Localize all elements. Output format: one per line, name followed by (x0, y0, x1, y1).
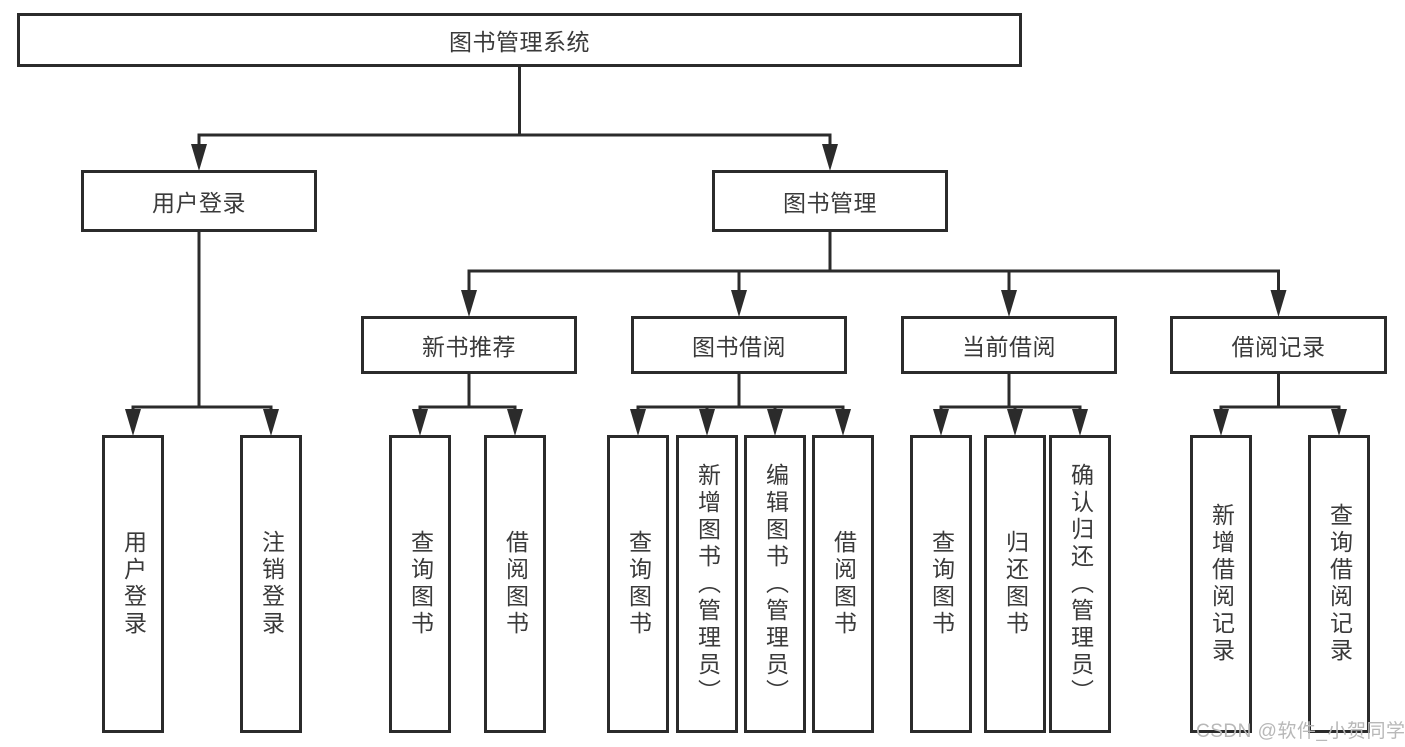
node-box-图书管理系统[interactable] (17, 13, 1022, 67)
arrow-head-icon (125, 409, 141, 436)
arrow-head-icon (822, 144, 838, 171)
arrow-head-icon (412, 409, 428, 436)
node-box-查询借阅记录[interactable] (1308, 435, 1370, 733)
arrow-head-icon (1331, 409, 1347, 436)
arrow-head-icon (263, 409, 279, 436)
node-box-注销登录[interactable] (240, 435, 302, 733)
arrow-head-icon (767, 409, 783, 436)
arrow-head-icon (1001, 290, 1017, 317)
node-box-编辑图书管理员[interactable] (744, 435, 806, 733)
watermark-text: CSDN @软件_小贺同学 (1196, 721, 1405, 742)
edges-layer (125, 65, 1347, 436)
node-box-确认归还管理员[interactable] (1049, 435, 1111, 733)
arrow-head-icon (933, 409, 949, 436)
boxes-layer (17, 13, 1387, 733)
node-box-借阅记录[interactable] (1170, 316, 1387, 374)
arrow-head-icon (731, 290, 747, 317)
arrow-head-icon (461, 290, 477, 317)
node-box-图书借阅[interactable] (631, 316, 847, 374)
arrow-head-icon (630, 409, 646, 436)
node-box-新增图书管理员[interactable] (676, 435, 738, 733)
node-box-图书管理[interactable] (712, 170, 948, 232)
node-box-新书推荐[interactable] (361, 316, 577, 374)
arrow-head-icon (1270, 290, 1287, 317)
arrow-head-icon (835, 409, 851, 436)
arrow-head-icon (1072, 409, 1088, 436)
node-box-用户登录[interactable] (102, 435, 164, 733)
arrow-head-icon (507, 409, 523, 436)
arrow-head-icon (191, 144, 207, 171)
node-box-查询图书[interactable] (607, 435, 669, 733)
arrow-head-icon (699, 409, 715, 436)
node-box-借阅图书[interactable] (484, 435, 546, 733)
node-box-用户登录[interactable] (81, 170, 317, 232)
arrow-head-icon (1007, 409, 1023, 436)
node-box-归还图书[interactable] (984, 435, 1046, 733)
node-box-查询图书[interactable] (910, 435, 972, 733)
node-box-新增借阅记录[interactable] (1190, 435, 1252, 733)
node-box-当前借阅[interactable] (901, 316, 1117, 374)
arrow-head-icon (1213, 409, 1229, 436)
node-box-借阅图书[interactable] (812, 435, 874, 733)
node-box-查询图书[interactable] (389, 435, 451, 733)
